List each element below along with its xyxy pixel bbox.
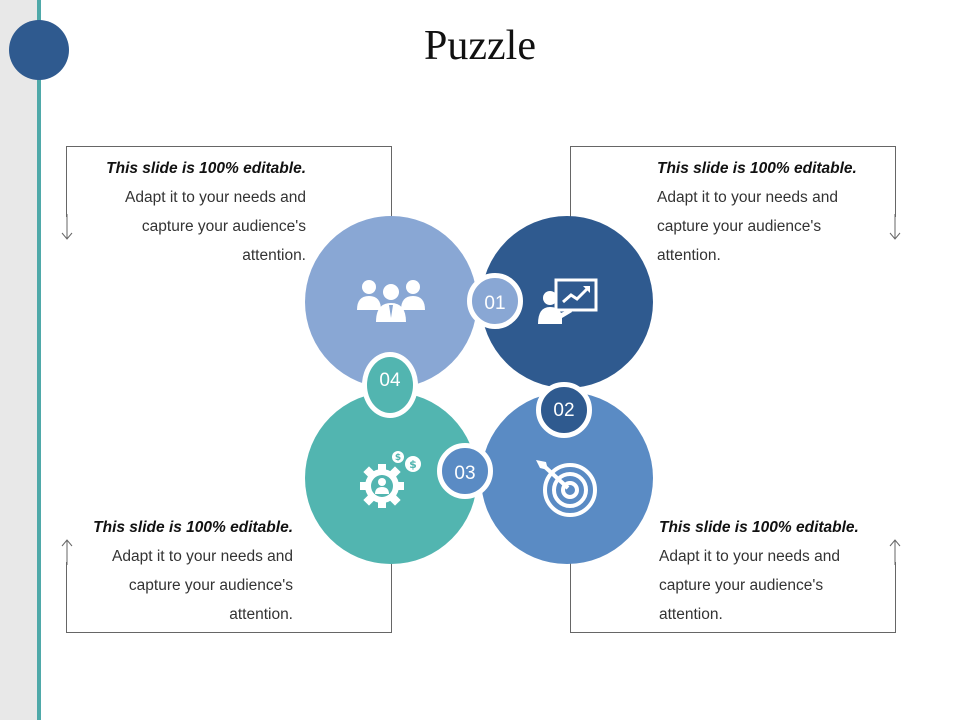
text-block-bottom-right: This slide is 100% editable. Adapt it to… bbox=[659, 513, 919, 629]
corner-dot bbox=[9, 20, 69, 80]
text-block-bottom-left: This slide is 100% editable. Adapt it to… bbox=[33, 513, 293, 629]
text-lead: This slide is 100% editable. bbox=[93, 519, 293, 536]
slide-title: Puzzle bbox=[424, 23, 536, 69]
text-lead: This slide is 100% editable. bbox=[106, 160, 306, 177]
arrow-down-left bbox=[61, 214, 73, 240]
badge-02: 02 bbox=[536, 382, 592, 438]
team-icon bbox=[357, 280, 425, 322]
text-line: Adapt it to your needs and bbox=[125, 189, 306, 206]
presentation-icon bbox=[538, 278, 598, 324]
badge-01: 01 bbox=[467, 273, 523, 329]
text-line: Adapt it to your needs and bbox=[657, 189, 838, 206]
left-accent-rule bbox=[37, 0, 41, 720]
badge-04: 04 bbox=[362, 352, 418, 418]
text-block-top-left: This slide is 100% editable. Adapt it to… bbox=[46, 154, 306, 270]
arrow-up-right bbox=[889, 539, 901, 565]
text-line: attention. bbox=[229, 606, 293, 623]
frame-top-left bbox=[66, 146, 392, 217]
badge-03: 03 bbox=[437, 443, 493, 499]
text-block-top-right: This slide is 100% editable. Adapt it to… bbox=[657, 154, 917, 270]
text-lead: This slide is 100% editable. bbox=[659, 519, 859, 536]
frame-top-right bbox=[570, 146, 896, 217]
text-line: capture your audience's bbox=[128, 577, 293, 594]
frame-bottom-left bbox=[66, 562, 392, 633]
text-line: capture your audience's bbox=[659, 577, 824, 594]
text-line: Adapt it to your needs and bbox=[112, 548, 293, 565]
gear-money-icon: $ $ bbox=[360, 451, 421, 508]
text-line: capture your audience's bbox=[657, 218, 822, 235]
left-band bbox=[0, 0, 37, 720]
arrow-down-right bbox=[889, 214, 901, 240]
arrow-up-left bbox=[61, 539, 73, 565]
badge-label: 04 bbox=[379, 370, 401, 391]
text-line: attention. bbox=[242, 247, 306, 264]
badge-label: 02 bbox=[553, 400, 575, 421]
frame-bottom-right bbox=[570, 562, 896, 633]
target-icon bbox=[536, 460, 597, 517]
badge-label: 01 bbox=[484, 293, 506, 314]
text-line: attention. bbox=[659, 606, 723, 623]
text-lead: This slide is 100% editable. bbox=[657, 160, 857, 177]
text-line: capture your audience's bbox=[141, 218, 306, 235]
text-line: Adapt it to your needs and bbox=[659, 548, 840, 565]
svg-text:$: $ bbox=[409, 458, 417, 471]
text-line: attention. bbox=[657, 247, 721, 264]
svg-text:$: $ bbox=[395, 453, 401, 463]
badge-label: 03 bbox=[454, 463, 476, 484]
